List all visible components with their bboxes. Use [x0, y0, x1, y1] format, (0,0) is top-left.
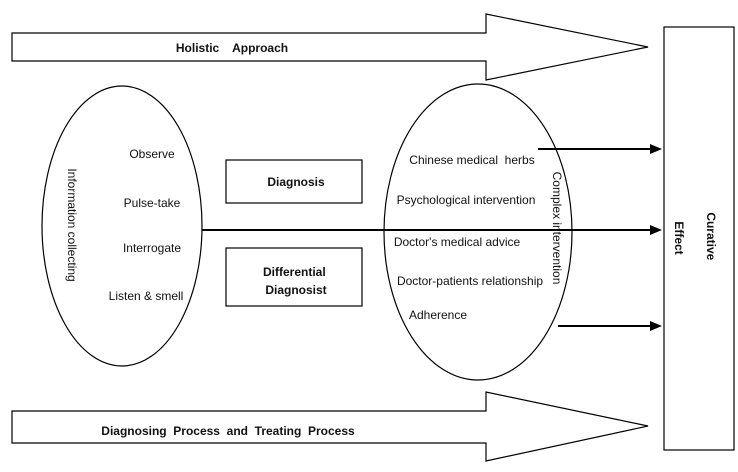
complex-intervention-title: Complex intervention	[550, 172, 564, 285]
process-arrow	[11, 391, 649, 462]
information-collecting-ellipse	[41, 85, 203, 367]
intervention-item-herbs: Chinese medical herbs	[409, 153, 534, 167]
curative-effect-label: Curative Effect	[672, 212, 718, 263]
process-label: Diagnosing Process and Treating Process	[101, 424, 355, 438]
arrowhead-middle	[650, 225, 662, 235]
complex-intervention-ellipse	[383, 83, 573, 381]
differential-label: Differential Diagnosist	[263, 265, 329, 297]
info-item-pulse-take: Pulse-take	[124, 196, 181, 210]
intervention-item-psychological: Psychological intervention	[397, 193, 536, 207]
info-item-listen-smell: Listen & smell	[109, 289, 184, 303]
holistic-label: Holistic Approach	[176, 41, 288, 55]
curative-effect-box	[663, 26, 735, 451]
intervention-item-relationship: Doctor-patients relationship	[397, 274, 543, 288]
arrowhead-top	[650, 144, 662, 154]
intervention-item-adherence: Adherence	[409, 308, 467, 322]
info-item-interrogate: Interrogate	[123, 241, 181, 255]
diagnosis-label: Diagnosis	[267, 175, 325, 189]
information-collecting-title: Information collecting	[65, 168, 79, 281]
info-item-observe: Observe	[129, 147, 175, 161]
holistic-arrow	[11, 13, 649, 81]
arrowhead-bottom	[650, 321, 662, 331]
differential-diagnosis-box	[225, 247, 363, 307]
intervention-item-advice: Doctor's medical advice	[394, 235, 521, 249]
diagnosis-box	[225, 159, 363, 204]
